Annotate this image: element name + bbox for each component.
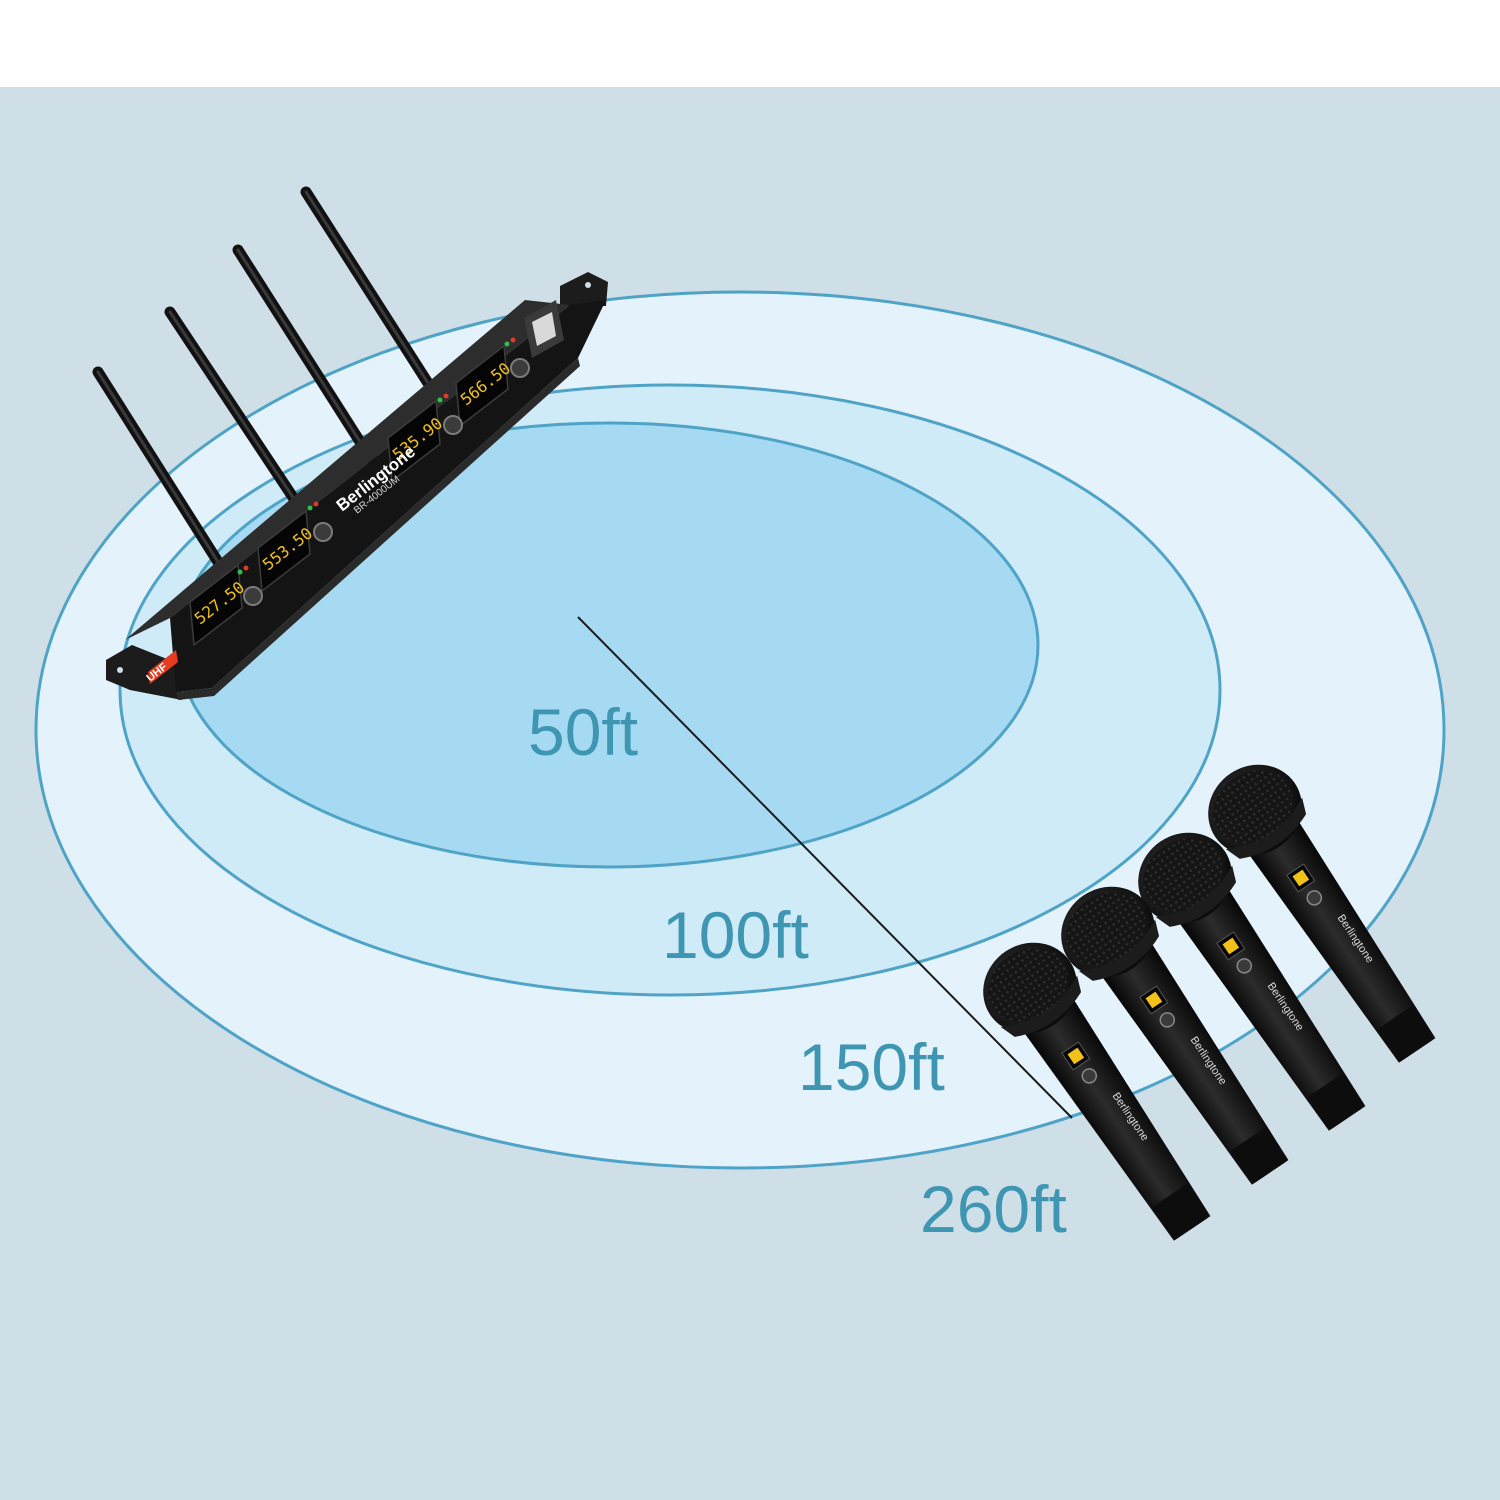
antennas bbox=[92, 186, 448, 598]
range-label-50ft: 50ft bbox=[528, 695, 638, 769]
microphones: Berlingtone Berlingtone Berlingtone bbox=[983, 764, 1436, 1241]
antenna bbox=[92, 366, 243, 598]
rack-ear-left bbox=[106, 645, 182, 700]
handheld-microphone: Berlingtone bbox=[983, 942, 1211, 1241]
page-top-band bbox=[0, 0, 1500, 87]
volume-knob bbox=[510, 358, 530, 378]
channel-display-4: 566.50 bbox=[455, 344, 514, 428]
rack-ear-hole bbox=[117, 667, 123, 673]
rack-ear-hole bbox=[585, 282, 591, 288]
volume-knob bbox=[243, 586, 263, 606]
handheld-microphone: Berlingtone bbox=[1138, 832, 1366, 1131]
antenna bbox=[232, 244, 384, 476]
handheld-microphone: Berlingtone bbox=[1208, 764, 1436, 1063]
status-leds bbox=[237, 337, 516, 575]
rack-ear-right bbox=[560, 272, 608, 306]
volume-knobs bbox=[243, 358, 530, 606]
power-switch bbox=[524, 300, 564, 358]
handheld-microphone: Berlingtone bbox=[1061, 886, 1289, 1185]
volume-knob bbox=[313, 522, 333, 542]
range-label-150ft: 150ft bbox=[798, 1030, 945, 1104]
antenna bbox=[300, 186, 448, 411]
radius-line bbox=[577, 616, 1073, 1119]
range-label-260ft: 260ft bbox=[920, 1172, 1067, 1246]
volume-knob bbox=[443, 415, 463, 435]
range-label-100ft: 100ft bbox=[662, 898, 809, 972]
receiver-unit: 527.50 553.50 535.90 566.50 bbox=[92, 186, 608, 700]
